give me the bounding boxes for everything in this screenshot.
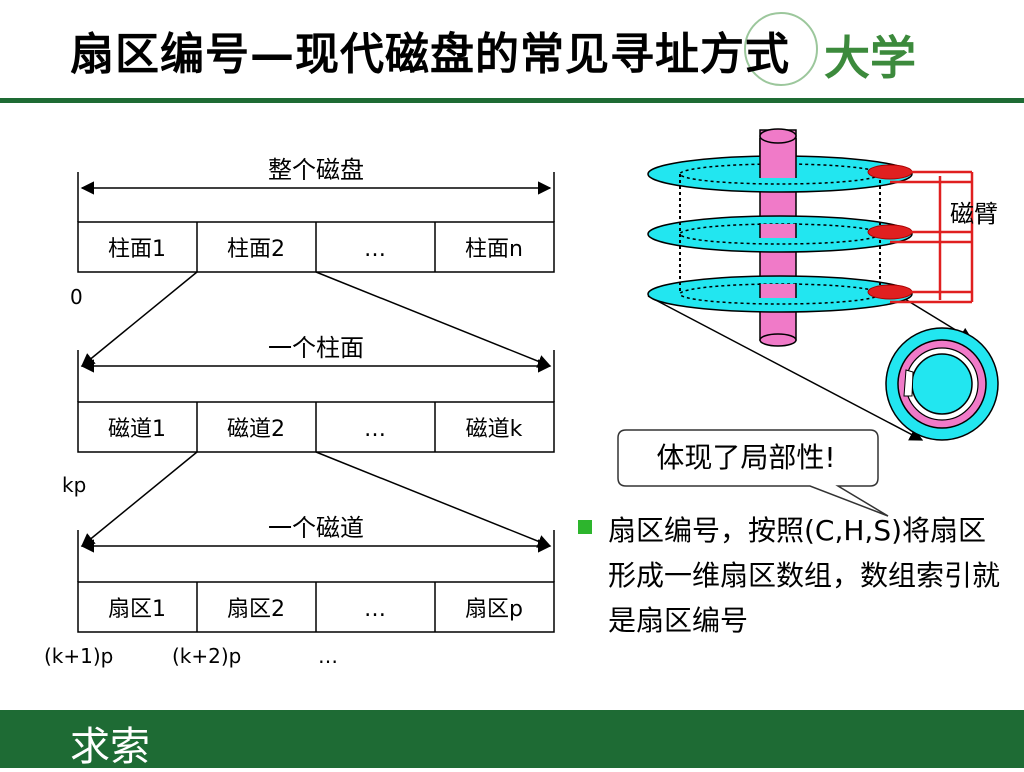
cylinder-cell: 柱面n xyxy=(465,237,523,262)
cylinder-start-address: 0 xyxy=(70,285,83,309)
footer-bar: 求索 xyxy=(0,710,1024,770)
whole-disk-label: 整个磁盘 xyxy=(268,156,364,184)
disk-illustration: 磁臂 xyxy=(647,128,999,441)
university-logo: 大学 xyxy=(738,12,1018,92)
track-cell: 磁道2 xyxy=(227,417,285,442)
disk-arm xyxy=(890,170,974,304)
logo-text: 大学 xyxy=(824,31,916,85)
arm-label: 磁臂 xyxy=(950,200,998,228)
sector-address: … xyxy=(318,644,338,668)
bullet-text: 扇区编号，按照(C,H,S)将扇区形成一维扇区数组，数组索引就是扇区编号 xyxy=(608,514,1001,637)
addressing-diagram: 整个磁盘 柱面1 柱面2 … 柱面n 0 一个柱面 磁道1 磁道2 … 磁道k … xyxy=(44,128,999,668)
one-track-label: 一个磁道 xyxy=(268,514,364,542)
sector-cell: 扇区1 xyxy=(108,597,166,622)
sector-cell: 扇区p xyxy=(465,597,523,622)
track-cell: 磁道1 xyxy=(108,417,166,442)
one-track-level: 一个磁道 扇区1 扇区2 … 扇区p (k+1)p (k+2)p … xyxy=(44,514,555,668)
callout-bubble xyxy=(617,429,889,517)
sector-address: (k+2)p xyxy=(172,644,241,668)
track-cell: 磁道k xyxy=(466,417,523,442)
cylinder-cell: 柱面1 xyxy=(108,237,166,262)
slide-title: 扇区编号—现代磁盘的常见寻址方式 xyxy=(70,29,790,80)
one-cylinder-label: 一个柱面 xyxy=(268,334,364,362)
sector-address: (k+1)p xyxy=(44,644,113,668)
callout-text: 体现了局部性! xyxy=(656,441,836,474)
university-seal xyxy=(744,12,818,86)
header-divider xyxy=(0,98,1024,103)
zoomed-platter xyxy=(885,327,999,441)
track-cell: … xyxy=(364,417,386,442)
cylinder-cell: … xyxy=(364,237,386,262)
sector-cell: … xyxy=(364,597,386,622)
sector-cell: 扇区2 xyxy=(227,597,285,622)
one-cylinder-level: 一个柱面 磁道1 磁道2 … 磁道k kp xyxy=(62,334,555,548)
track-start-address: kp xyxy=(62,473,86,497)
bullet-square-icon xyxy=(578,520,592,534)
whole-disk-level: 整个磁盘 柱面1 柱面2 … 柱面n 0 xyxy=(70,156,555,368)
footer-calligraphy: 求索 xyxy=(70,724,150,770)
cylinder-cell: 柱面2 xyxy=(227,237,285,262)
